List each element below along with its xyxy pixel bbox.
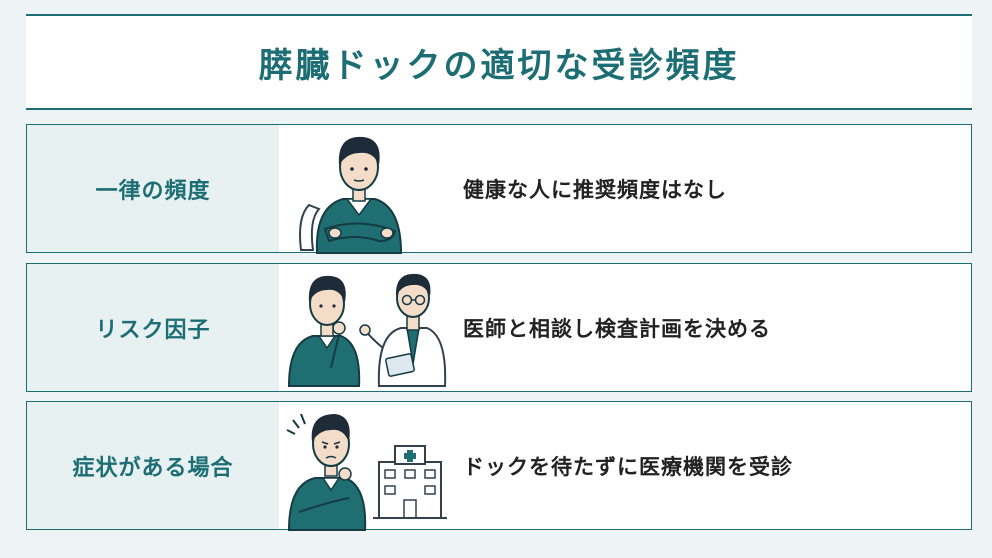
row-description: 健康な人に推奨頻度はなし [463, 177, 727, 202]
worried-man-hospital-illustration [279, 402, 459, 531]
row-risk-factors: リスク因子 [26, 263, 972, 392]
man-arms-crossed-illustration [279, 125, 459, 254]
row-label: 一律の頻度 [27, 125, 279, 252]
title-banner: 膵臓ドックの適切な受診頻度 [26, 14, 972, 110]
row-description: 医師と相談し検査計画を決める [463, 316, 771, 341]
row-description: ドックを待たずに医療機関を受診 [463, 454, 793, 479]
row-label: リスク因子 [27, 264, 279, 391]
man-and-doctor-illustration [279, 264, 459, 391]
row-label: 症状がある場合 [27, 402, 279, 529]
page-title: 膵臓ドックの適切な受診頻度 [258, 45, 740, 86]
row-symptoms: 症状がある場合 [26, 401, 972, 531]
row-uniform-frequency: 一律の頻度 健康な人に推奨頻度はなし [26, 124, 972, 254]
